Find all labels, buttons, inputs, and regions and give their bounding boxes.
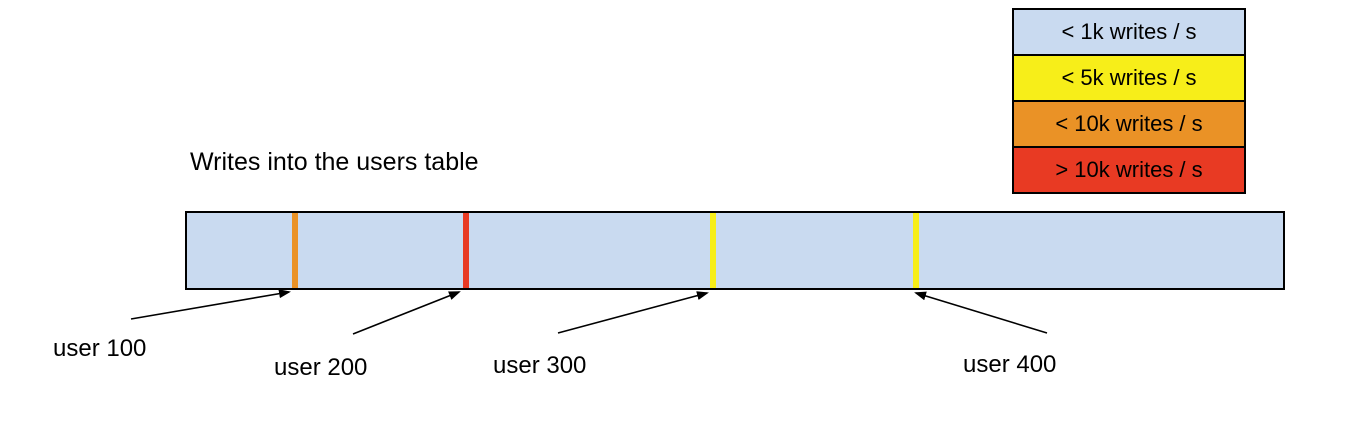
arrow-to-user-400-marker: [914, 291, 1048, 334]
arrow-to-user-100-marker: [130, 289, 291, 320]
legend-item-lt-5k: < 5k writes / s: [1012, 54, 1246, 102]
diagram-title: Writes into the users table: [190, 148, 479, 176]
write-marker-user-200: [463, 213, 470, 288]
write-marker-user-400: [912, 213, 919, 288]
legend-item-lt-10k: < 10k writes / s: [1012, 100, 1246, 148]
legend: < 1k writes / s < 5k writes / s < 10k wr…: [1012, 8, 1246, 194]
label-user-200: user 200: [274, 354, 368, 381]
write-marker-user-100: [292, 213, 299, 288]
legend-item-lt-1k: < 1k writes / s: [1012, 8, 1246, 56]
label-user-300: user 300: [493, 352, 587, 379]
arrow-to-user-300-marker: [557, 291, 709, 334]
legend-item-gt-10k: > 10k writes / s: [1012, 146, 1246, 194]
arrow-to-user-200-marker: [352, 291, 461, 335]
users-table-bar: [185, 211, 1285, 290]
write-marker-user-300: [709, 213, 716, 288]
label-user-100: user 100: [53, 335, 147, 362]
label-user-400: user 400: [963, 351, 1057, 378]
